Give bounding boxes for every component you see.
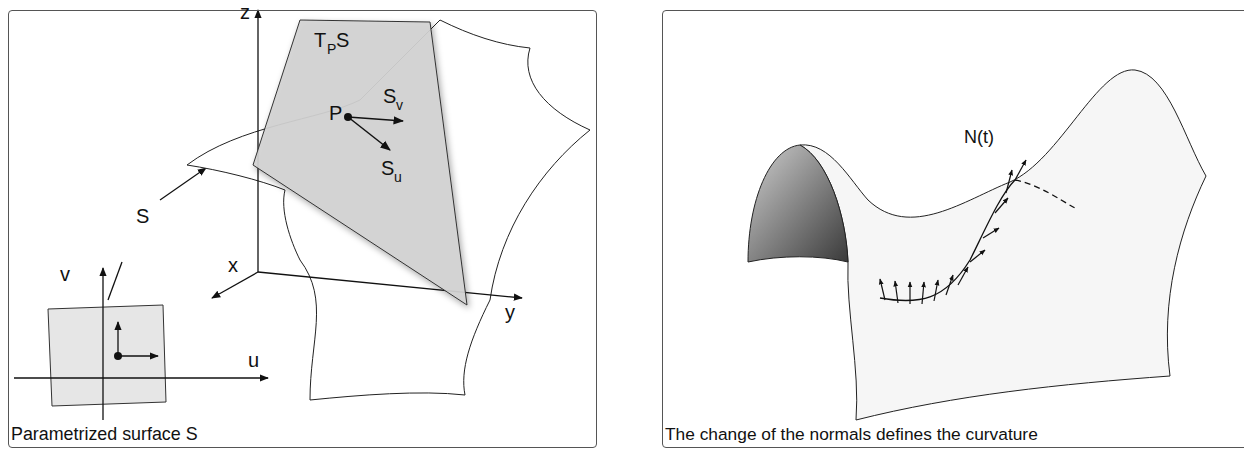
normal-vectors — [880, 160, 1026, 304]
vector-label: S — [383, 86, 396, 106]
saddle-surface — [800, 70, 1206, 420]
surface-curve — [880, 180, 1075, 301]
axis-label: x — [228, 255, 238, 275]
parameter-domain — [14, 268, 268, 420]
figure-panel: The change of the normals defines the cu… — [662, 10, 1244, 448]
subscript: u — [394, 170, 402, 184]
point-label: P — [329, 103, 342, 123]
map-label: S — [136, 206, 149, 226]
panel-caption: Parametrized surface S — [11, 424, 592, 445]
axis-label: u — [248, 350, 259, 370]
saddle-arch — [748, 145, 848, 262]
normal-label: N(t) — [964, 128, 994, 146]
plane-label: S — [336, 30, 349, 50]
mapping-arrow — [108, 168, 206, 300]
tangent-plane — [253, 20, 467, 305]
axis-label: y — [505, 302, 515, 322]
subscript: P — [327, 42, 336, 56]
axis-label: v — [60, 264, 70, 284]
vector-label: S — [381, 158, 394, 178]
surface — [187, 20, 590, 400]
panel-caption: The change of the normals defines the cu… — [665, 424, 1244, 445]
subscript: v — [396, 98, 403, 112]
axis-label: z — [240, 2, 250, 22]
tangent-vectors — [344, 113, 403, 150]
figure-panel: Parametrized surface S — [8, 10, 597, 448]
plane-label: T — [314, 30, 326, 50]
